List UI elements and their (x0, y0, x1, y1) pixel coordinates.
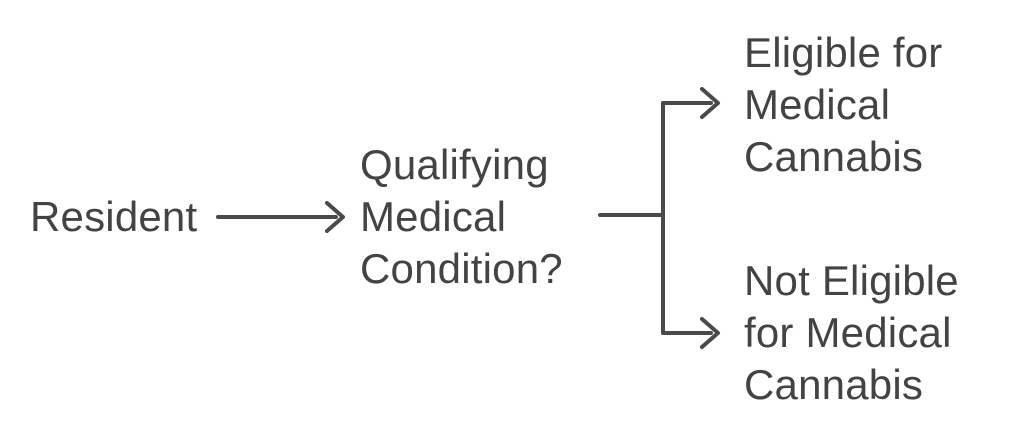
arrowhead-right-icon (700, 87, 720, 119)
arrowhead-right-icon (325, 201, 345, 233)
node-eligible-for-medical-cannabis: Eligible for Medical Cannabis (744, 29, 943, 180)
arrowhead-right-icon (700, 317, 720, 349)
connector-branch-bracket (661, 101, 713, 335)
node-resident: Resident (30, 193, 198, 240)
node-not-eligible-for-medical-cannabis: Not Eligible for Medical Cannabis (744, 257, 959, 408)
node-qualifying-medical-condition: Qualifying Medical Condition? (360, 141, 563, 292)
